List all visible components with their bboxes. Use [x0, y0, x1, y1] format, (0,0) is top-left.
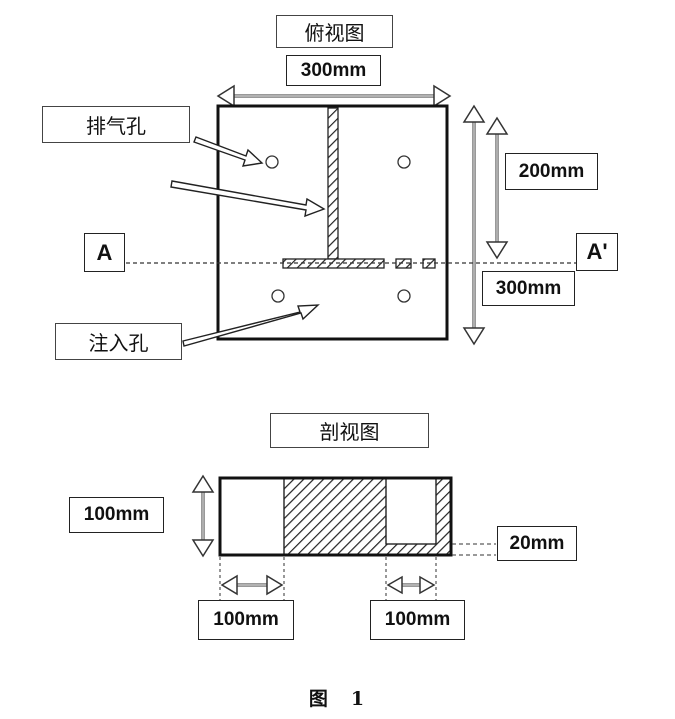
section-outline — [218, 476, 453, 557]
injection-hole-right — [397, 289, 411, 303]
injection-pointer-arrow — [182, 304, 320, 347]
left-width-dimension — [219, 557, 285, 600]
section-marker-a-prime: A' — [576, 233, 618, 271]
section-left-cavity — [220, 478, 284, 555]
baffle-pointer-arrow — [170, 180, 326, 218]
horizontal-baffle — [282, 258, 385, 269]
section-pocket — [385, 477, 437, 545]
top-width-dimension-arrow — [216, 84, 452, 108]
half-height-dimension-arrow — [485, 116, 509, 260]
figure-caption: 图 1 — [308, 688, 367, 710]
left-width-label: 100mm — [198, 600, 294, 640]
right-width-dimension — [385, 557, 437, 600]
offset-label: 20mm — [497, 526, 577, 561]
vent-hole-label: 排气孔 — [42, 106, 190, 143]
injection-hole-left — [271, 289, 285, 303]
section-marker-a: A — [84, 233, 125, 272]
full-height-dimension-arrow — [462, 104, 486, 346]
top-view-title: 俯视图 — [276, 15, 393, 48]
top-width-label: 300mm — [286, 55, 381, 86]
full-height-label: 300mm — [482, 271, 575, 306]
section-height-dimension-arrow — [191, 474, 215, 558]
half-height-label: 200mm — [505, 153, 598, 190]
right-width-label: 100mm — [370, 600, 465, 640]
section-view-title: 剖视图 — [270, 413, 429, 448]
vent-hole-left — [265, 155, 279, 169]
vent-pointer-arrow — [193, 136, 264, 167]
vertical-baffle — [327, 107, 339, 260]
injection-hole-label: 注入孔 — [55, 323, 182, 360]
vent-hole-right — [397, 155, 411, 169]
section-height-label: 100mm — [69, 497, 164, 533]
offset-dashed-leaders — [452, 543, 496, 556]
